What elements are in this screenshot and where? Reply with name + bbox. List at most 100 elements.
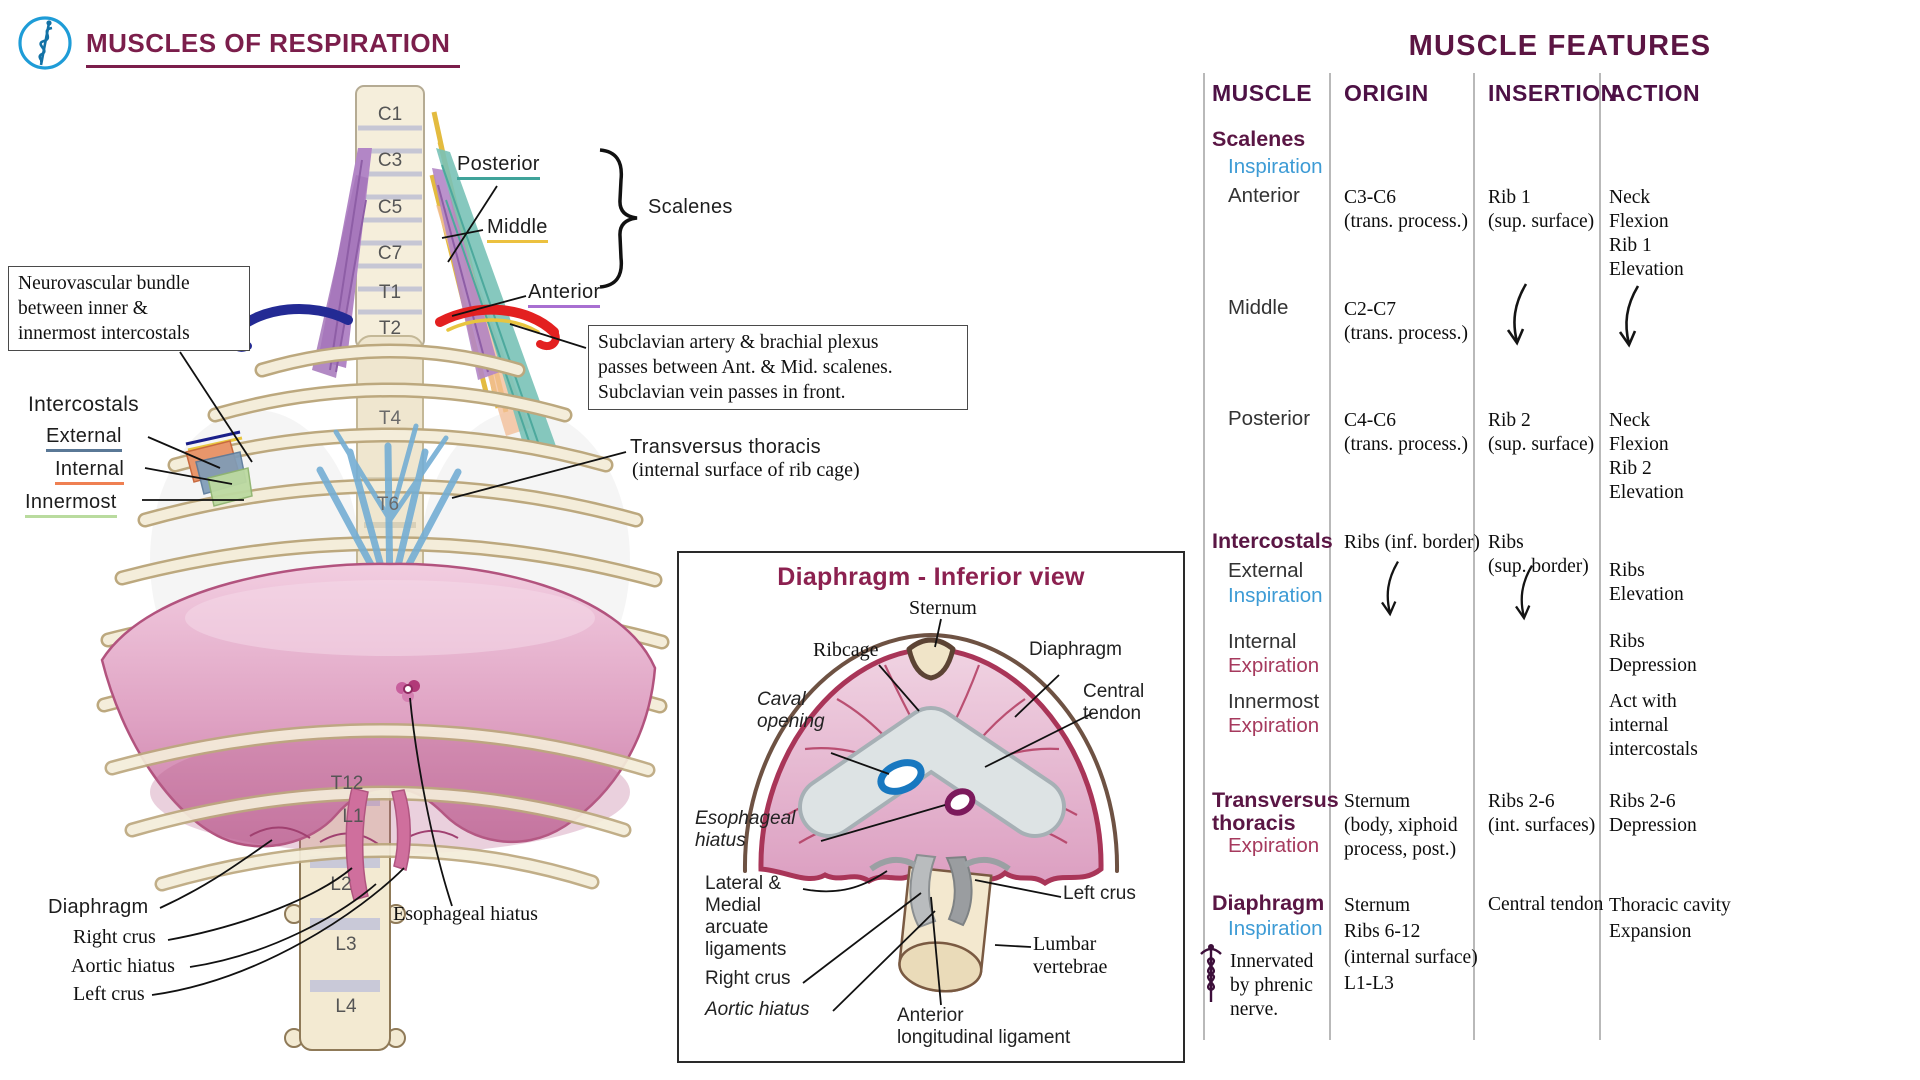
- iv-sternum-label: Sternum: [909, 597, 977, 619]
- vertebra-labels: C1 C3 C5 C7 T1 T2 T4 T6 T12 L1 L2 L3 L4: [330, 104, 402, 1017]
- table-divider: [1203, 73, 1205, 1040]
- column-header-origin: ORIGIN: [1344, 80, 1429, 106]
- central-tendon: [802, 710, 1062, 834]
- phase-label: Expiration: [1228, 654, 1320, 677]
- intercostal-innermost-text: Innermost: [25, 491, 117, 518]
- intercostals-heading: Intercostals: [28, 393, 139, 416]
- vertebra-label: T1: [379, 282, 401, 303]
- scalene-posterior-label: Posterior: [457, 153, 540, 180]
- subclavian-note-box: Subclavian artery & brachial plexus pass…: [588, 325, 968, 410]
- iv-left-crus-label: Left crus: [1063, 883, 1136, 904]
- phase-label: Inspiration: [1228, 584, 1323, 607]
- right-crus-label: Right crus: [73, 926, 156, 948]
- insertion-cell: Ribs (sup. border): [1488, 532, 1589, 577]
- action-cell: Neck Flexion Rib 1 Elevation: [1609, 187, 1684, 280]
- intercostal-innermost-label: Innermost: [25, 491, 117, 518]
- column-header-insertion: INSERTION: [1488, 80, 1618, 106]
- scalenes-brace: [599, 148, 638, 289]
- vertebra-label: C1: [378, 104, 402, 125]
- inferior-view-panel: Diaphragm - Inferior view: [677, 551, 1185, 1063]
- inferior-view-title: Diaphragm - Inferior view: [777, 563, 1085, 591]
- scalenes-group-label: Scalenes: [648, 196, 733, 218]
- submuscle-external: External: [1228, 559, 1304, 582]
- phrenic-nerve-footnote: Innervated by phrenic nerve.: [1230, 951, 1314, 1020]
- origin-cell: C3-C6 (trans. process.): [1344, 187, 1468, 232]
- insertion-cell: Ribs 2-6 (int. surfaces): [1488, 791, 1596, 836]
- curved-down-arrow-icon: [1618, 285, 1640, 348]
- neurovascular-note-box: Neurovascular bundle between inner & inn…: [8, 266, 250, 351]
- scalene-middle-label: Middle: [487, 216, 548, 243]
- transversus-label: Transversus thoracis: [630, 436, 821, 458]
- diaphragm-label: Diaphragm: [48, 896, 149, 918]
- vertebra-label: L4: [335, 996, 357, 1017]
- leader-lines: [142, 148, 638, 996]
- action-cell: Ribs Elevation: [1609, 560, 1684, 605]
- inferior-view-illustration: [742, 618, 1120, 1012]
- scalene-posterior-text: Posterior: [457, 153, 540, 180]
- transversus-thoracis-muscle: [316, 423, 462, 604]
- vertebra-label: T6: [377, 494, 399, 515]
- intercostal-internal-label: Internal: [55, 458, 125, 485]
- insertion-cell: Central tendon: [1488, 894, 1604, 915]
- action-cell: Neck Flexion Rib 2 Elevation: [1609, 410, 1684, 503]
- crura-shapes: [869, 853, 1011, 929]
- iv-arcuate-ligaments-label: Lateral & Medial arcuate ligaments: [705, 873, 787, 960]
- phase-label: Inspiration: [1228, 155, 1323, 178]
- caval-opening-shape: [877, 759, 925, 795]
- scalene-anterior-label: Anterior: [528, 281, 601, 308]
- vertebra-label: C5: [378, 197, 402, 218]
- origin-cell: Sternum Ribs 6-12 (internal surface) L1-…: [1344, 895, 1478, 994]
- esophageal-hiatus-opening: [396, 680, 420, 702]
- intercostal-external-text: External: [46, 425, 122, 452]
- page-title: MUSCLES OF RESPIRATION: [86, 28, 461, 68]
- inferior-leader-lines: [802, 618, 1094, 1012]
- transversus-sublabel: (internal surface of rib cage): [632, 459, 860, 481]
- staff-of-asclepius-icon: [18, 16, 72, 70]
- vertebra-label: T2: [379, 318, 401, 339]
- iv-anterior-longitudinal-ligament-label: Anterior longitudinal ligament: [897, 1005, 1071, 1048]
- action-cell: Act with internal intercostals: [1609, 691, 1698, 760]
- vertebra-label: T12: [331, 773, 364, 794]
- sternum-shape: [906, 637, 956, 681]
- phase-label: Expiration: [1228, 834, 1320, 857]
- muscle-group-scalenes: Scalenes: [1212, 127, 1306, 151]
- curved-down-arrow-icon: [1515, 564, 1533, 621]
- curved-down-arrow-icon: [1381, 560, 1399, 617]
- iv-ribcage-label: Ribcage: [813, 639, 879, 661]
- respiratory-muscles-illustration: C1 C3 C5 C7 T1 T2 T4 T6 T12 L1 L2 L3 L4: [96, 85, 670, 1051]
- table-divider: [1329, 73, 1331, 1040]
- iv-esophageal-hiatus-label: Esophageal hiatus: [695, 808, 796, 851]
- intercostal-external-label: External: [46, 425, 122, 452]
- action-cell: Ribs Depression: [1609, 631, 1697, 676]
- scalene-middle-text: Middle: [487, 216, 548, 243]
- vertebra-label: T4: [379, 408, 402, 429]
- column-header-muscle: MUSCLE: [1212, 80, 1313, 106]
- iv-central-tendon-label: Central tendon: [1083, 681, 1145, 724]
- column-header-action: ACTION: [1609, 80, 1701, 106]
- esophageal-hiatus-shape: [944, 788, 976, 816]
- ribcage-outline: [742, 632, 1120, 873]
- origin-cell: Sternum (body, xiphoid process, post.): [1344, 791, 1458, 860]
- diaphragm-crura: [345, 787, 411, 901]
- action-cell: Thoracic cavity Expansion: [1609, 895, 1731, 942]
- origin-cell: C4-C6 (trans. process.): [1344, 410, 1468, 455]
- iv-lumbar-vertebrae-label: Lumbar vertebrae: [1033, 933, 1108, 978]
- submuscle-internal: Internal: [1228, 630, 1297, 653]
- origin-cell: Ribs (inf. border): [1344, 532, 1480, 553]
- origin-cell: C2-C7 (trans. process.): [1344, 299, 1468, 344]
- muscle-group-intercostals: Intercostals: [1212, 529, 1333, 553]
- action-cell: Ribs 2-6 Depression: [1609, 791, 1697, 836]
- insertion-cell: Rib 2 (sup. surface): [1488, 410, 1595, 455]
- muscle-group-diaphragm: Diaphragm: [1212, 891, 1325, 915]
- table-title: MUSCLE FEATURES: [1408, 30, 1712, 62]
- phase-label: Inspiration: [1228, 917, 1323, 940]
- submuscle-innermost: Innermost: [1228, 690, 1320, 713]
- vertebra-label: L1: [342, 806, 363, 827]
- submuscle-middle: Middle: [1228, 296, 1289, 319]
- iv-diaphragm-label: Diaphragm: [1029, 639, 1122, 660]
- submuscle-anterior: Anterior: [1228, 184, 1300, 207]
- vertebra-label: C7: [378, 243, 402, 264]
- insertion-cell: Rib 1 (sup. surface): [1488, 187, 1595, 232]
- table-divider: [1473, 73, 1475, 1040]
